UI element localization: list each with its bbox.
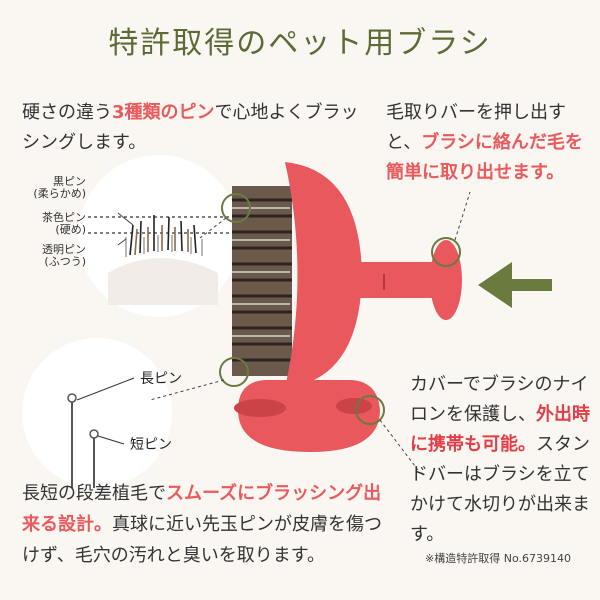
pin-desc-post: で心地よくブラッシングします。 (22, 102, 359, 153)
pin-description: 硬さの違う3種類のピンで心地よくブラッシングします。 (22, 98, 362, 158)
pin-types-illustration (88, 212, 233, 305)
long-pin-label: 長ピン (140, 371, 182, 387)
pin-types-circle (78, 155, 240, 317)
pin-desc-highlight: 3種類のピン (112, 102, 215, 123)
black-pin-label: 黒ピン(柔らかめ) (33, 175, 86, 200)
cover-desc-highlight: 外出時に携帯も可能。 (410, 404, 590, 455)
bristles (232, 186, 292, 376)
hair-removal-bar (352, 262, 442, 298)
bar-knob (430, 240, 462, 320)
pin-length-circle (22, 338, 172, 488)
short-pin-label: 短ピン (130, 437, 172, 453)
bar-description: 毛取りバーを押し出すと、ブラシに絡んだ毛を簡単に取り出せます。 (386, 98, 586, 188)
bottom-desc-pre: 長短の段差植毛で (22, 483, 166, 504)
page-title: 特許取得のペット用ブラシ (108, 26, 492, 61)
brush-stand (238, 380, 380, 452)
brush-head (285, 162, 362, 388)
cover-desc-post: スタンドバーはブラシを立てかけて水切りが出来ます。 (410, 434, 590, 545)
push-arrow (478, 262, 552, 308)
brown-pin-label: 茶色ピン(硬め) (42, 211, 86, 236)
pin-desc-pre: 硬さの違う (22, 102, 112, 123)
bar-desc-highlight: ブラシに絡んだ毛を簡単に取り出せます。 (386, 132, 583, 183)
bar-desc-pre: 毛取りバーを押し出すと、 (386, 102, 566, 153)
cover-desc-pre: カバーでブラシのナイロンを保護し、 (410, 374, 589, 425)
patent-note: ※構造特許取得 No.6739140 (425, 552, 571, 565)
bottom-desc-post: 真球に近い先玉ピンが皮膚を傷つけず、毛穴の汚れと臭いを取ります。 (22, 514, 382, 566)
pin-length-illustration (67, 377, 135, 488)
bottom-desc-highlight: スムーズにブラッシング出来る設計。 (22, 483, 382, 535)
cover-description: カバーでブラシのナイロンを保護し、外出時に携帯も可能。スタンドバーはブラシを立て… (410, 370, 600, 550)
bottom-description: 長短の段差植毛でスムーズにブラッシング出来る設計。真球に近い先玉ピンが皮膚を傷つ… (22, 478, 382, 571)
clear-pin-label: 透明ピン(ふつう) (42, 243, 86, 268)
